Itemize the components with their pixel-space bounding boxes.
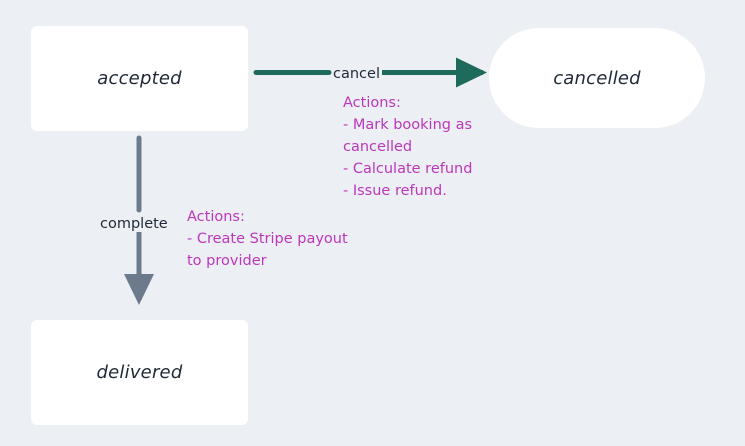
state-node-delivered[interactable]: delivered [31, 320, 248, 425]
actions-item: - Create Stripe payout [187, 231, 348, 247]
state-node-cancelled[interactable]: cancelled [489, 28, 705, 128]
state-node-delivered-label: delivered [96, 362, 183, 383]
actions-title: Actions: [343, 95, 401, 111]
actions-item: - Calculate refund [343, 161, 473, 177]
state-node-accepted[interactable]: accepted [31, 26, 248, 131]
edge-label-complete: complete [100, 216, 168, 232]
actions-item: - Issue refund. [343, 183, 447, 199]
edge-actions-cancel: Actions: - Mark booking as cancelled - C… [343, 92, 472, 202]
actions-item: - Mark booking as [343, 117, 473, 133]
state-node-cancelled-label: cancelled [553, 67, 641, 89]
actions-item: to provider [187, 253, 267, 269]
edge-actions-complete: Actions: - Create Stripe payout to provi… [187, 206, 348, 272]
actions-item: cancelled [343, 139, 413, 155]
state-node-accepted-label: accepted [97, 68, 182, 89]
edge-label-cancel: cancel [333, 66, 380, 82]
actions-title: Actions: [187, 209, 245, 225]
